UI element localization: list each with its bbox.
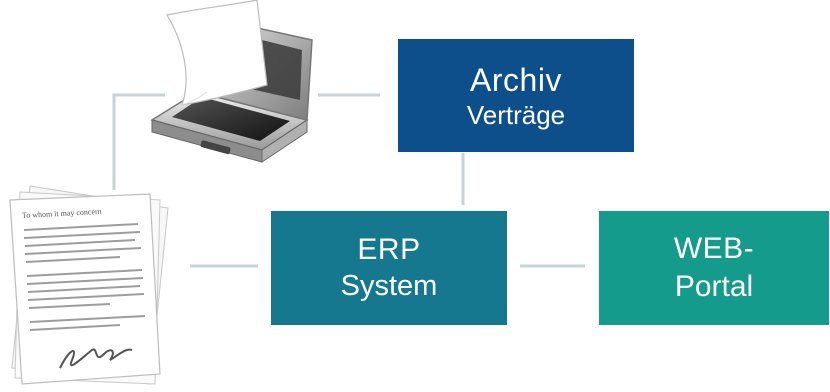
- archiv-title: Archiv: [470, 61, 562, 98]
- erp-title: ERP: [357, 233, 421, 266]
- erp-node: ERP System: [271, 211, 507, 325]
- signed-documents-icon: To whom it may concern: [9, 185, 169, 385]
- scanner-icon: [150, 0, 313, 163]
- erp-subtitle: System: [340, 270, 438, 302]
- web-portal-node: WEB- Portal: [599, 211, 829, 325]
- document-text-lines: [23, 223, 146, 331]
- web-subtitle: Portal: [674, 270, 754, 303]
- web-title: WEB-: [673, 232, 755, 265]
- signature-mark: [59, 348, 133, 369]
- connector-documents-to-scanner: [112, 93, 165, 190]
- documents-heading: To whom it may concern: [22, 207, 102, 220]
- archiv-subtitle: Verträge: [466, 99, 566, 130]
- archiv-node: Archiv Verträge: [398, 39, 634, 152]
